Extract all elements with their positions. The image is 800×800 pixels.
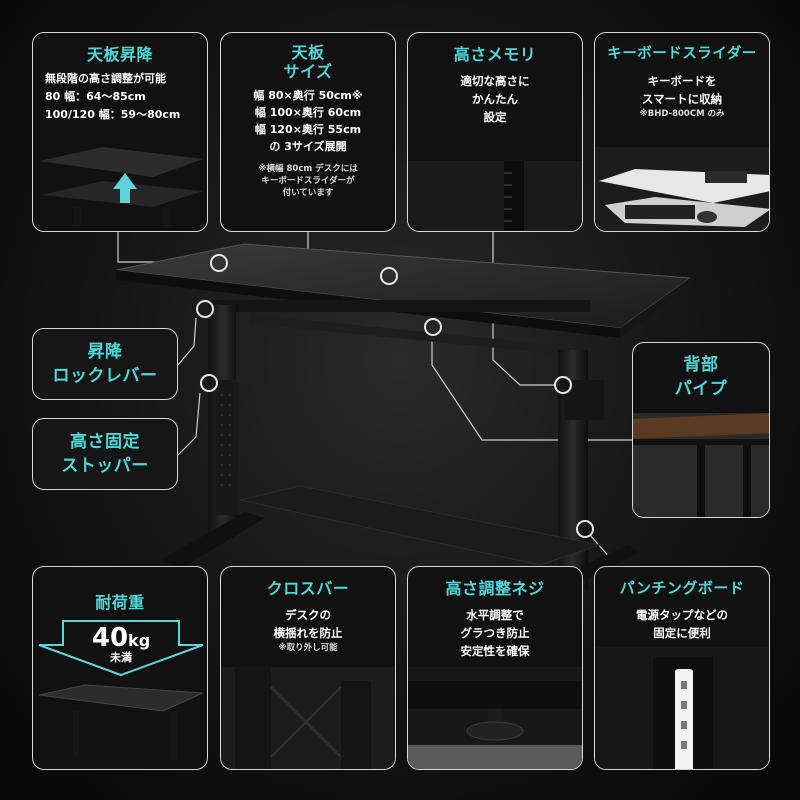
- up-arrow-icon: [113, 173, 137, 203]
- label-title: ロックレバー: [52, 366, 158, 386]
- panel-line: 安定性を確保: [460, 644, 530, 658]
- panel-top-lift: 天板昇降 無段階の高さ調整が可能 80 幅：64～85cm 100/120 幅：…: [32, 32, 208, 232]
- panel-adjust-screw: 高さ調整ネジ 水平調整で グラつき防止 安定性を確保: [407, 566, 583, 770]
- down-arrow-icon: [38, 620, 204, 677]
- marker-height-stopper: [200, 374, 218, 392]
- punching-board-photo: [595, 647, 769, 769]
- panel-title: パイプ: [674, 379, 728, 399]
- panel-line: 固定に便利: [653, 626, 711, 640]
- marker-height-memory: [554, 376, 572, 394]
- load-value: 40: [91, 623, 129, 653]
- panel-title: サイズ: [283, 62, 333, 81]
- panel-line: 幅 80×奥行 50cm※: [253, 89, 363, 102]
- panel-line: 適切な高さに: [460, 74, 530, 88]
- panel-line: 横揺れを防止: [273, 626, 343, 640]
- panel-line: 幅 120×奥行 55cm: [254, 123, 362, 136]
- panel-load: 耐荷重 40kg 未満: [32, 566, 208, 770]
- panel-note: ※横幅 80cm デスクには: [258, 164, 358, 174]
- panel-title: パンチングボード: [619, 579, 745, 597]
- panel-line: 電源タップなどの: [636, 608, 728, 622]
- crossbar-photo: [221, 667, 395, 769]
- label-lift-lever: 昇降 ロックレバー: [32, 328, 178, 400]
- load-suffix: 未満: [110, 651, 132, 664]
- panel-line: かんたん: [472, 92, 518, 106]
- label-title: 高さ固定: [70, 432, 140, 452]
- panel-crossbar: クロスバー デスクの 横揺れを防止 ※取り外し可能: [220, 566, 396, 770]
- panel-line: スマートに収納: [641, 92, 723, 106]
- marker-punching-board: [576, 520, 594, 538]
- panel-title: 背部: [683, 355, 719, 375]
- panel-note: キーボードスライダーが: [261, 176, 355, 186]
- panel-line: 設定: [483, 110, 507, 124]
- power-strip: [675, 669, 693, 769]
- panel-line: 水平調整で: [466, 608, 524, 622]
- panel-title: 高さメモリ: [453, 45, 537, 64]
- height-memory-photo: [408, 161, 582, 231]
- panel-note: 付いています: [282, 188, 334, 198]
- panel-keyboard-slider: キーボードスライダー キーボードを スマートに収納 ※BHD-800CM のみ: [594, 32, 770, 232]
- panel-title: 耐荷重: [95, 593, 145, 612]
- keyboard-slider-photo: [595, 147, 769, 231]
- panel-line: 幅 100×奥行 60cm: [254, 106, 362, 119]
- panel-line: キーボードを: [647, 74, 717, 88]
- label-title: 昇降: [87, 342, 123, 362]
- load-unit: kg: [128, 631, 151, 650]
- marker-back-pipe: [424, 318, 442, 336]
- panel-title: クロスバー: [266, 579, 350, 598]
- panel-line: 100/120 幅：59～80cm: [45, 108, 181, 121]
- panel-title: 高さ調整ネジ: [445, 579, 545, 598]
- panel-note: ※取り外し可能: [278, 643, 338, 653]
- load-desk-photo: [38, 684, 204, 769]
- desk-lift-photo: [39, 147, 203, 227]
- panel-line: の 3サイズ展開: [269, 140, 347, 153]
- marker-lift-lever: [196, 300, 214, 318]
- label-height-stopper: 高さ固定 ストッパー: [32, 418, 178, 490]
- back-pipe-photo: [633, 413, 769, 517]
- panel-line: デスクの: [285, 608, 331, 622]
- panel-note: ※BHD-800CM のみ: [639, 109, 725, 119]
- adjust-screw-photo: [408, 667, 582, 769]
- panel-title: キーボードスライダー: [607, 46, 757, 62]
- panel-top-size: 天板 サイズ 幅 80×奥行 50cm※ 幅 100×奥行 60cm 幅 120…: [220, 32, 396, 232]
- panel-title: 天板: [291, 43, 325, 62]
- marker-top-lift: [210, 254, 228, 272]
- panel-height-memory: 高さメモリ 適切な高さに かんたん 設定: [407, 32, 583, 232]
- panel-back-pipe: 背部 パイプ: [632, 342, 770, 518]
- marker-top-size: [380, 267, 398, 285]
- panel-line: 無段階の高さ調整が可能: [45, 72, 166, 85]
- panel-line: グラつき防止: [460, 626, 530, 640]
- panel-line: 80 幅：64～85cm: [45, 90, 146, 103]
- panel-title: 天板昇降: [86, 45, 153, 64]
- label-title: ストッパー: [61, 456, 149, 476]
- panel-punching-board: パンチングボード 電源タップなどの 固定に便利: [594, 566, 770, 770]
